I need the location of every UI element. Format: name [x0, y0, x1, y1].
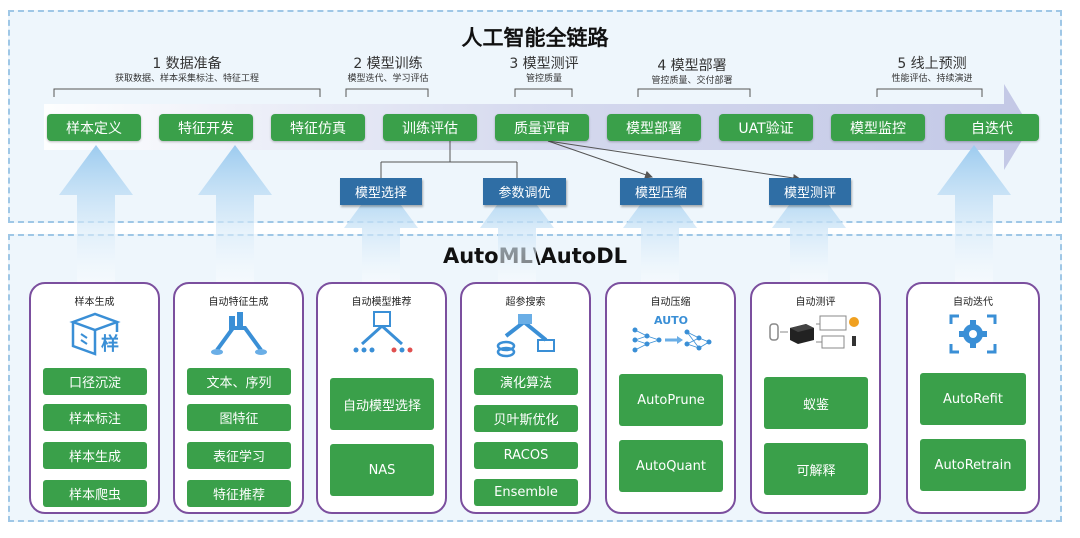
tool-parameter-tuning[interactable]: 参数调优	[483, 178, 566, 205]
card-title: 自动特征生成	[208, 297, 269, 308]
card-title: 自动压缩	[650, 297, 691, 308]
sample-box-icon: 样	[65, 310, 125, 362]
training-connectors	[380, 141, 518, 178]
refresh-gear-icon	[945, 310, 1001, 362]
stage-title-deployment: 4 模型部署	[657, 58, 727, 74]
review-connectors	[547, 140, 801, 182]
card-item[interactable]: NAS	[330, 444, 434, 496]
card-item[interactable]: 表征学习	[187, 442, 291, 469]
card-title: 超参搜索	[505, 297, 546, 308]
step-feature-simulation[interactable]: 特征仿真	[271, 114, 365, 141]
sample-icon-text: 样	[101, 333, 119, 355]
stage-subtitle-evaluation: 管控质量	[525, 74, 563, 84]
card-auto-model-recommendation: 自动模型推荐 自动模型选择 NAS	[316, 282, 447, 514]
card-item[interactable]: 图特征	[187, 404, 291, 431]
card-item[interactable]: Ensemble	[474, 479, 578, 506]
tool-model-compression[interactable]: 模型压缩	[620, 178, 702, 205]
card-auto-evaluation: 自动测评 蚁鉴 可解释	[750, 282, 881, 514]
step-model-monitoring[interactable]: 模型监控	[831, 114, 925, 141]
card-item[interactable]: 贝叶斯优化	[474, 405, 578, 432]
card-item[interactable]: 蚁鉴	[764, 377, 868, 429]
card-item[interactable]: 自动模型选择	[330, 378, 434, 430]
up-arrows	[59, 145, 1011, 286]
stage-title-evaluation: 3 模型测评	[509, 56, 579, 72]
card-item[interactable]: AutoRefit	[920, 373, 1026, 425]
card-sample-generation: 样本生成 样 口径沉淀 样本标注 样本生成 样本爬虫	[29, 282, 160, 514]
step-feature-development[interactable]: 特征开发	[159, 114, 253, 141]
card-auto-compression: 自动压缩 AUTO AutoPrune AutoQuant	[605, 282, 736, 514]
card-item[interactable]: 文本、序列	[187, 368, 291, 395]
top-title: 人工智能全链路	[461, 26, 609, 50]
step-quality-review[interactable]: 质量评审	[495, 114, 589, 141]
card-item[interactable]: 口径沉淀	[43, 368, 147, 395]
tool-model-selection[interactable]: 模型选择	[340, 178, 422, 205]
stage-subtitle-online: 性能评估、持续演进	[891, 74, 973, 84]
compress-network-icon: AUTO	[629, 310, 713, 362]
step-self-iteration[interactable]: 自迭代	[945, 114, 1039, 141]
hyperparam-search-icon	[494, 310, 558, 362]
model-network-icon	[350, 310, 414, 362]
card-auto-feature-generation: 自动特征生成 文本、序列 图特征 表征学习 特征推荐	[173, 282, 304, 514]
card-item[interactable]: 演化算法	[474, 368, 578, 395]
card-item[interactable]: 样本爬虫	[43, 480, 147, 507]
step-model-deployment[interactable]: 模型部署	[607, 114, 701, 141]
card-title: 自动测评	[795, 297, 836, 308]
card-item[interactable]: 可解释	[764, 443, 868, 495]
stage-subtitle-data-prep: 获取数据、样本采集标注、特征工程	[114, 74, 260, 84]
stage-subtitle-deployment: 管控质量、交付部署	[651, 76, 733, 86]
card-item[interactable]: 样本生成	[43, 442, 147, 469]
evaluation-devices-icon	[766, 310, 866, 362]
card-item[interactable]: 样本标注	[43, 404, 147, 431]
tool-model-evaluation[interactable]: 模型测评	[769, 178, 851, 205]
card-title: 自动迭代	[953, 297, 993, 308]
auto-icon-text: AUTO	[654, 314, 688, 327]
card-item[interactable]: 特征推荐	[187, 480, 291, 507]
card-item[interactable]: AutoPrune	[619, 374, 723, 426]
stage-title-data-prep: 1 数据准备	[152, 56, 222, 72]
step-uat-validation[interactable]: UAT验证	[719, 114, 813, 141]
step-training-evaluation[interactable]: 训练评估	[383, 114, 477, 141]
stage-title-online: 5 线上预测	[897, 56, 967, 72]
card-item[interactable]: AutoQuant	[619, 440, 723, 492]
stage-brackets	[53, 88, 983, 97]
step-sample-definition[interactable]: 样本定义	[47, 114, 141, 141]
card-item[interactable]: RACOS	[474, 442, 578, 469]
card-auto-iteration: 自动迭代 AutoRefit AutoRetrain	[906, 282, 1040, 514]
stage-subtitle-training: 模型迭代、学习评估	[347, 74, 429, 84]
card-title: 样本生成	[74, 297, 115, 308]
feature-flow-icon	[207, 310, 271, 362]
card-item[interactable]: AutoRetrain	[920, 439, 1026, 491]
card-title: 自动模型推荐	[351, 297, 412, 308]
card-hyperparameter-search: 超参搜索 演化算法 贝叶斯优化 RACOS Ensemble	[460, 282, 591, 514]
stage-title-training: 2 模型训练	[353, 56, 423, 72]
